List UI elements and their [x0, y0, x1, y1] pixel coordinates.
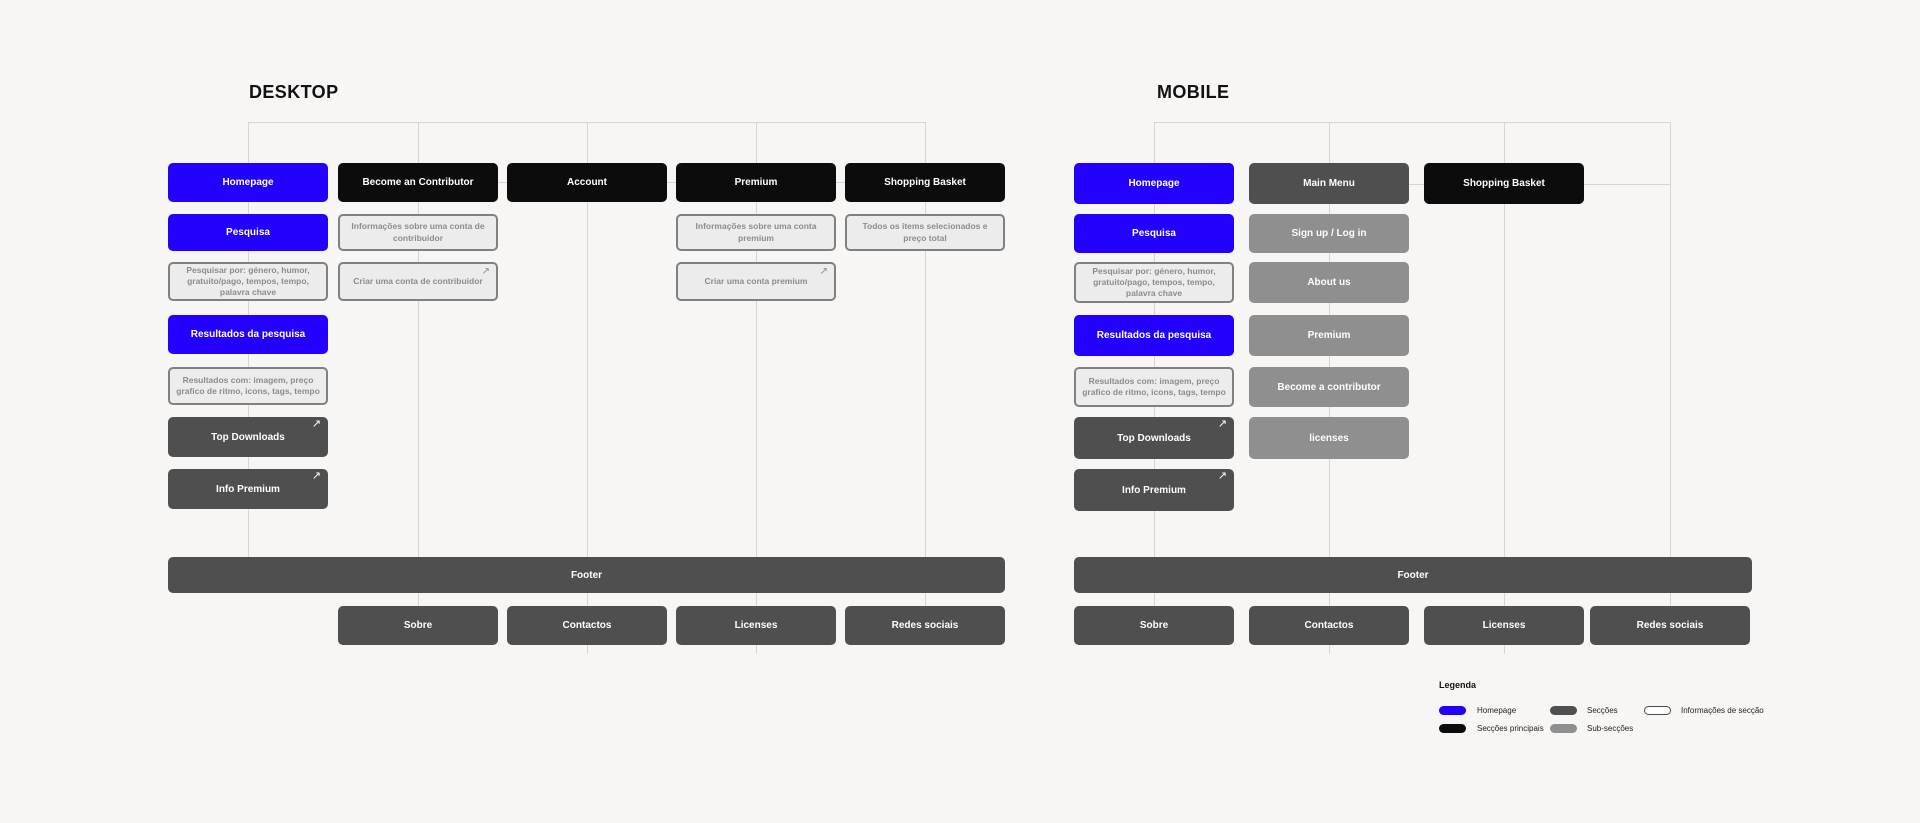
- legend: Legenda Homepage Secções Informações de …: [1439, 680, 1764, 740]
- node-desktop-contactos: Contactos: [507, 606, 667, 645]
- node-desktop-criar-conta-premium: Criar uma conta premium ↗: [676, 262, 836, 301]
- legend-label: Sub-secções: [1587, 724, 1634, 733]
- node-mobile-licenses-sub: licenses: [1249, 417, 1409, 459]
- node-desktop-pesquisa: Pesquisa: [168, 214, 328, 251]
- connector-line: [756, 593, 757, 606]
- node-mobile-become-contributor: Become a contributor: [1249, 367, 1409, 407]
- node-desktop-account: Account: [507, 163, 667, 202]
- connector-line: [248, 122, 925, 123]
- node-mobile-contactos: Contactos: [1249, 606, 1409, 645]
- node-desktop-info-conta-premium: Informações sobre uma conta premium: [676, 214, 836, 251]
- connector-line: [756, 122, 757, 557]
- node-desktop-resultados-com: Resultados com: imagem, preço grafico de…: [168, 367, 328, 405]
- node-mobile-footer: Footer: [1074, 557, 1752, 593]
- connector-line: [1504, 645, 1505, 654]
- legend-swatch-seccoes-principais: [1439, 724, 1466, 733]
- connector-line: [587, 645, 588, 654]
- node-desktop-resultados-pesquisa: Resultados da pesquisa: [168, 315, 328, 354]
- node-mobile-resultados-pesquisa: Resultados da pesquisa: [1074, 315, 1234, 356]
- connector-line: [1154, 593, 1155, 606]
- external-link-icon: ↗: [819, 266, 828, 277]
- node-mobile-top-downloads: Top Downloads ↗: [1074, 417, 1234, 459]
- external-link-icon: ↗: [481, 266, 490, 277]
- connector-line: [587, 593, 588, 606]
- node-desktop-info-conta-contribuidor: Informações sobre uma conta de contribui…: [338, 214, 498, 251]
- node-desktop-shopping-basket: Shopping Basket: [845, 163, 1005, 202]
- node-mobile-premium: Premium: [1249, 315, 1409, 356]
- node-desktop-pesquisar-por: Pesquisar por: género, humor, gratuito/p…: [168, 262, 328, 301]
- node-mobile-info-premium: Info Premium ↗: [1074, 469, 1234, 511]
- connector-line: [498, 182, 845, 183]
- node-label: Criar uma conta premium: [704, 275, 808, 286]
- node-label: Top Downloads: [1117, 432, 1191, 444]
- legend-label: Secções: [1587, 706, 1618, 715]
- legend-label: Informações de secção: [1681, 706, 1764, 715]
- node-mobile-redes-sociais: Redes sociais: [1590, 606, 1750, 645]
- legend-swatch-seccoes: [1550, 706, 1577, 715]
- legend-swatch-informacoes: [1644, 706, 1671, 715]
- node-mobile-sign-up: Sign up / Log in: [1249, 214, 1409, 253]
- external-link-icon: ↗: [311, 470, 321, 482]
- node-desktop-criar-conta-contribuidor: Criar uma conta de contribuidor ↗: [338, 262, 498, 301]
- connector-line: [1504, 122, 1505, 557]
- node-mobile-homepage: Homepage: [1074, 163, 1234, 204]
- node-label: Info Premium: [216, 483, 280, 495]
- legend-label: Secções principais: [1477, 724, 1544, 733]
- connector-line: [1154, 122, 1670, 123]
- legend-label: Homepage: [1477, 706, 1517, 715]
- mobile-section-title: MOBILE: [1157, 82, 1230, 102]
- node-mobile-about-us: About us: [1249, 262, 1409, 303]
- legend-swatch-sub-seccoes: [1550, 724, 1577, 733]
- node-mobile-licenses: Licenses: [1424, 606, 1584, 645]
- node-mobile-sobre: Sobre: [1074, 606, 1234, 645]
- node-mobile-resultados-com: Resultados com: imagem, preço grafico de…: [1074, 367, 1234, 407]
- legend-swatch-homepage: [1439, 706, 1466, 715]
- node-desktop-info-premium: Info Premium ↗: [168, 469, 328, 509]
- desktop-section-title: DESKTOP: [249, 82, 339, 102]
- node-desktop-items-selecionados: Todos os items selecionados e preço tota…: [845, 214, 1005, 251]
- connector-line: [925, 122, 926, 557]
- node-desktop-become-contributor: Become an Contributor: [338, 163, 498, 202]
- node-mobile-shopping-basket: Shopping Basket: [1424, 163, 1584, 204]
- connector-line: [1329, 593, 1330, 606]
- node-desktop-premium: Premium: [676, 163, 836, 202]
- external-link-icon: ↗: [311, 418, 321, 430]
- connector-line: [1329, 645, 1330, 654]
- node-label: Top Downloads: [211, 431, 285, 443]
- node-desktop-redes-sociais: Redes sociais: [845, 606, 1005, 645]
- external-link-icon: ↗: [1217, 470, 1227, 482]
- node-desktop-homepage: Homepage: [168, 163, 328, 202]
- node-desktop-licenses: Licenses: [676, 606, 836, 645]
- connector-line: [1670, 122, 1671, 557]
- node-mobile-pesquisar-por: Pesquisar por: género, humor, gratuito/p…: [1074, 262, 1234, 303]
- external-link-icon: ↗: [1217, 418, 1227, 430]
- connector-line: [418, 593, 419, 606]
- node-desktop-footer: Footer: [168, 557, 1005, 593]
- node-desktop-top-downloads: Top Downloads ↗: [168, 417, 328, 457]
- connector-line: [1670, 593, 1671, 606]
- node-mobile-main-menu: Main Menu: [1249, 163, 1409, 204]
- connector-line: [418, 122, 419, 557]
- node-mobile-pesquisa: Pesquisa: [1074, 214, 1234, 253]
- node-label: Info Premium: [1122, 484, 1186, 496]
- connector-line: [756, 645, 757, 654]
- node-desktop-sobre: Sobre: [338, 606, 498, 645]
- legend-title: Legenda: [1439, 680, 1477, 690]
- connector-line: [925, 593, 926, 606]
- connector-line: [587, 122, 588, 557]
- node-label: Criar uma conta de contribuidor: [353, 275, 483, 286]
- connector-line: [1504, 593, 1505, 606]
